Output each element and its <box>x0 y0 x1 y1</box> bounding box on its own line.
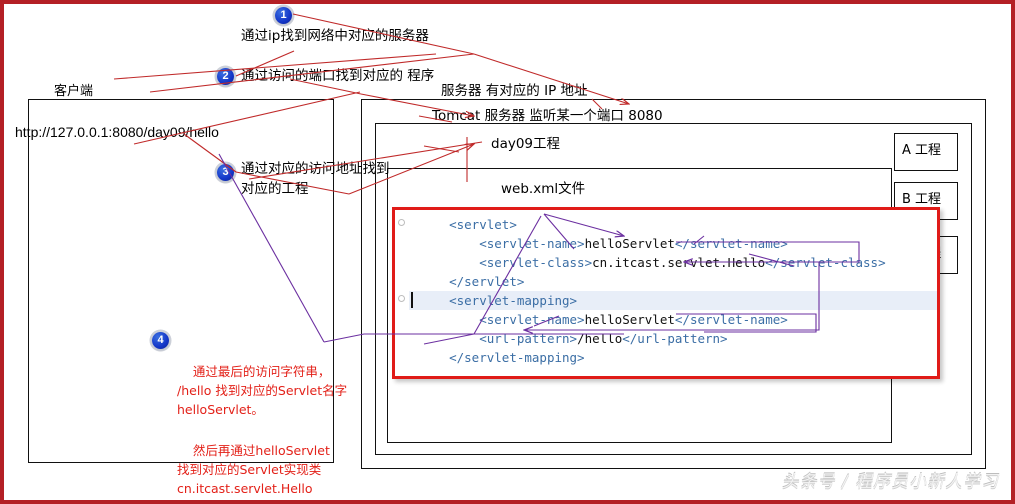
project-label-a: A 工程 <box>902 143 942 158</box>
code-tag: <servlet-name> <box>479 312 585 327</box>
client-url: http://127.0.0.1:8080/day09/hello <box>15 124 219 140</box>
code-indent <box>419 293 449 308</box>
code-indent <box>419 350 449 365</box>
step-badge-2: 2 <box>217 68 234 85</box>
step-caption-3-line2: 对应的工程 <box>241 181 309 197</box>
code-tag: </servlet-mapping> <box>449 350 585 365</box>
tomcat-label: Tomcat 服务器 监听某一个端口 8080 <box>432 108 663 124</box>
webxml-label: web.xml文件 <box>501 181 586 197</box>
code-tag: <servlet-name> <box>479 236 585 251</box>
watermark: 头条号 / 程序员小新人学习 <box>781 472 999 492</box>
code-tag: </servlet-name> <box>674 312 788 327</box>
step-badge-1: 1 <box>275 7 292 24</box>
code-value: /hello <box>577 331 623 346</box>
code-tag: </url-pattern> <box>622 331 728 346</box>
code-fold-icon[interactable] <box>398 219 405 226</box>
code-tag: </servlet-name> <box>674 236 788 251</box>
code-line[interactable]: <servlet-mapping> <box>409 291 937 310</box>
code-indent <box>419 312 479 327</box>
code-indent <box>419 236 479 251</box>
code-value: helloServlet <box>584 312 675 327</box>
code-tag: <servlet> <box>449 217 517 232</box>
code-tag: <servlet-mapping> <box>449 293 578 308</box>
code-value: cn.itcast.servlet.Hello <box>592 255 766 270</box>
code-gutter <box>395 210 409 376</box>
code-line[interactable]: <servlet-name>helloServlet</servlet-name… <box>409 234 937 253</box>
step-caption-2: 通过访问的端口找到对应的 程序 <box>241 68 435 84</box>
annotation-block-2: 然后再通过helloServlet 找到对应的Servlet实现类 cn.itc… <box>177 443 330 496</box>
step-badge-4: 4 <box>152 332 169 349</box>
code-indent <box>419 255 479 270</box>
code-tag: </servlet-class> <box>765 255 886 270</box>
code-line[interactable]: <servlet-class>cn.itcast.servlet.Hello</… <box>409 253 937 272</box>
step-caption-3-line1: 通过对应的访问地址找到 <box>241 161 390 177</box>
code-indent <box>419 331 479 346</box>
code-line[interactable]: </servlet-mapping> <box>409 348 937 367</box>
code-lines[interactable]: <servlet> <servlet-name>helloServlet</se… <box>409 215 937 367</box>
step-badge-3: 3 <box>217 164 234 181</box>
webxml-code-panel[interactable]: <servlet> <servlet-name>helloServlet</se… <box>392 207 940 379</box>
project-box-a: A 工程 <box>894 133 958 171</box>
code-value: helloServlet <box>584 236 675 251</box>
day09-project-label: day09工程 <box>491 136 561 152</box>
step-caption-1: 通过ip找到网络中对应的服务器 <box>241 28 429 44</box>
code-tag: <url-pattern> <box>479 331 578 346</box>
tomcat-box <box>375 123 972 455</box>
annotation-block-1: 通过最后的访问字符串， /hello 找到对应的Servlet名字 helloS… <box>177 364 348 417</box>
code-line[interactable]: <url-pattern>/hello</url-pattern> <box>409 329 937 348</box>
code-tag: <servlet-class> <box>479 255 593 270</box>
code-line[interactable]: <servlet> <box>409 215 937 234</box>
code-indent <box>419 217 449 232</box>
project-label-b: B 工程 <box>902 192 942 207</box>
client-title: 客户端 <box>54 84 94 99</box>
code-fold-icon[interactable] <box>398 295 405 302</box>
server-ip-label: 服务器 有对应的 IP 地址 <box>441 83 588 99</box>
code-line[interactable]: <servlet-name>helloServlet</servlet-name… <box>409 310 937 329</box>
code-indent <box>419 274 449 289</box>
code-tag: </servlet> <box>449 274 525 289</box>
server-box <box>361 99 986 469</box>
code-line[interactable]: </servlet> <box>409 272 937 291</box>
text-caret <box>411 292 413 308</box>
